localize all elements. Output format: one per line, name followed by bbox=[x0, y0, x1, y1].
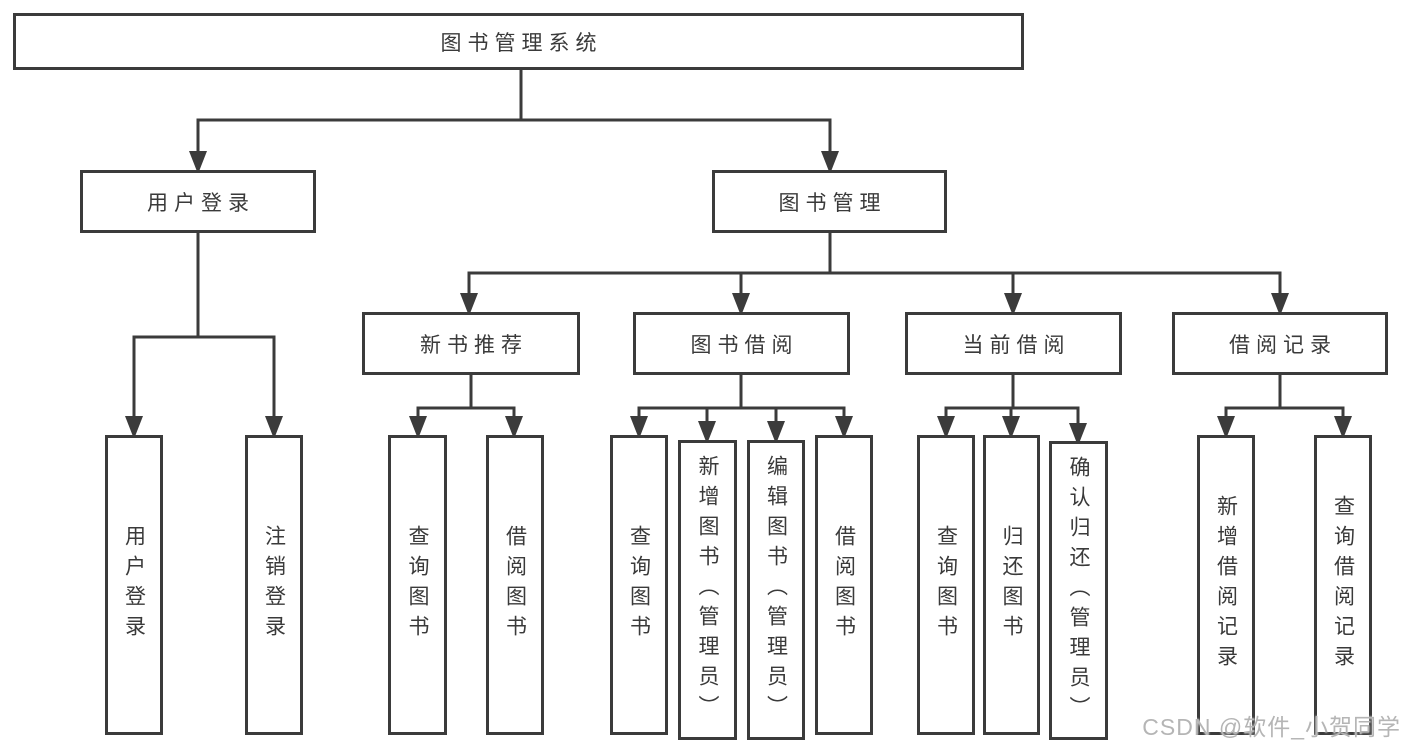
node-leaf-logout-label: 注销登录 bbox=[262, 525, 286, 645]
node-root: 图书管理系统 bbox=[13, 13, 1024, 70]
node-leaf-borrow-books-2: 借阅图书 bbox=[815, 435, 873, 735]
node-leaf-query-books-3-label: 查询图书 bbox=[934, 525, 958, 645]
node-current-borrowing-label: 当前借阅 bbox=[962, 333, 1071, 357]
node-leaf-query-books-2: 查询图书 bbox=[610, 435, 668, 735]
node-leaf-user-login: 用户登录 bbox=[105, 435, 163, 735]
node-leaf-query-borrow-record: 查询借阅记录 bbox=[1314, 435, 1372, 735]
node-leaf-edit-books-label: 编辑图书（管理员） bbox=[764, 455, 788, 725]
node-leaf-add-books: 新增图书（管理员） bbox=[678, 440, 737, 740]
node-borrowing-records: 借阅记录 bbox=[1172, 312, 1388, 375]
node-borrowing-records-label: 借阅记录 bbox=[1229, 333, 1337, 357]
node-root-label: 图书管理系统 bbox=[440, 31, 603, 55]
node-leaf-borrow-books-1: 借阅图书 bbox=[486, 435, 544, 735]
watermark: CSDN @软件_小贺同学 bbox=[1142, 714, 1401, 740]
node-book-management: 图书管理 bbox=[712, 170, 947, 233]
node-leaf-borrow-books-2-label: 借阅图书 bbox=[832, 525, 856, 645]
node-leaf-query-books-1-label: 查询图书 bbox=[406, 525, 429, 645]
node-leaf-add-borrow-record-label: 新增借阅记录 bbox=[1214, 495, 1238, 675]
node-user-login: 用户登录 bbox=[80, 170, 316, 233]
node-leaf-return-books: 归还图书 bbox=[983, 435, 1040, 735]
node-leaf-user-login-label: 用户登录 bbox=[122, 525, 146, 645]
node-leaf-borrow-books-1-label: 借阅图书 bbox=[503, 525, 527, 645]
node-book-management-label: 图书管理 bbox=[778, 191, 887, 215]
node-leaf-edit-books: 编辑图书（管理员） bbox=[747, 440, 805, 740]
node-book-borrowing: 图书借阅 bbox=[633, 312, 850, 375]
node-leaf-return-books-label: 归还图书 bbox=[1000, 525, 1023, 645]
node-leaf-query-books-3: 查询图书 bbox=[917, 435, 975, 735]
node-book-borrowing-label: 图书借阅 bbox=[690, 333, 799, 357]
node-leaf-add-borrow-record: 新增借阅记录 bbox=[1197, 435, 1255, 735]
node-new-book-recommend-label: 新书推荐 bbox=[420, 333, 528, 357]
node-leaf-confirm-return-label: 确认归还（管理员） bbox=[1067, 455, 1090, 726]
node-current-borrowing: 当前借阅 bbox=[905, 312, 1122, 375]
node-leaf-query-borrow-record-label: 查询借阅记录 bbox=[1331, 495, 1355, 675]
node-leaf-add-books-label: 新增图书（管理员） bbox=[696, 455, 719, 725]
node-leaf-query-books-2-label: 查询图书 bbox=[627, 525, 651, 645]
node-user-login-label: 用户登录 bbox=[147, 191, 255, 215]
node-leaf-query-books-1: 查询图书 bbox=[388, 435, 447, 735]
node-leaf-logout: 注销登录 bbox=[245, 435, 303, 735]
node-new-book-recommend: 新书推荐 bbox=[362, 312, 580, 375]
node-leaf-confirm-return: 确认归还（管理员） bbox=[1049, 441, 1108, 740]
